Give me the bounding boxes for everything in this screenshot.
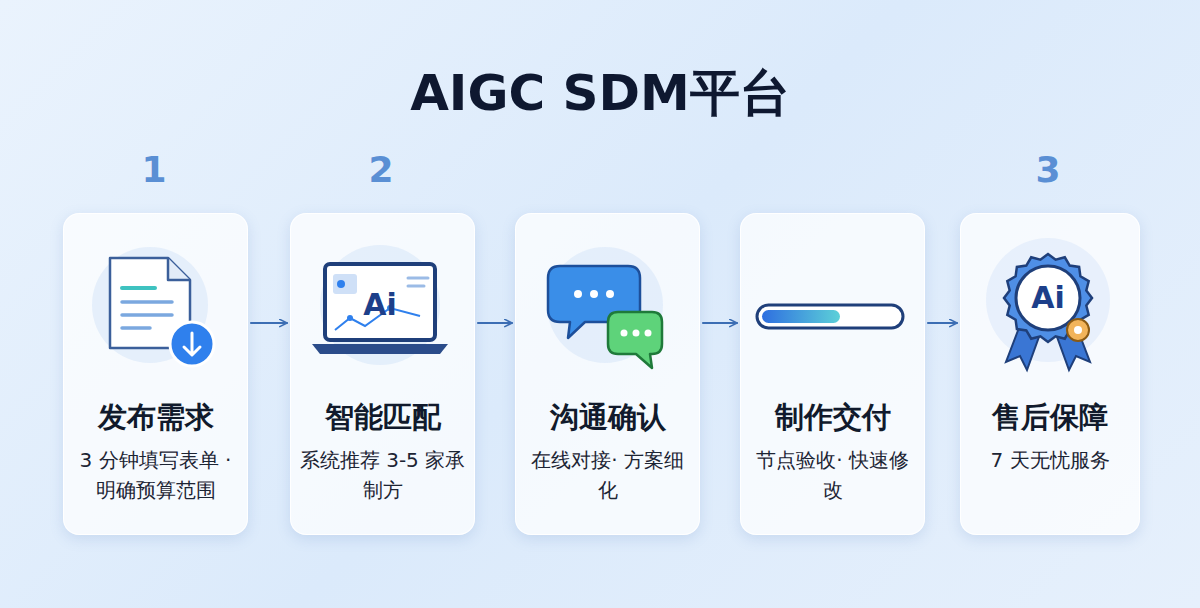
step-number: 3	[1035, 152, 1060, 188]
step-heading: 沟通确认	[550, 400, 666, 435]
step-heading: 售后保障	[992, 400, 1108, 435]
step-card: 智能匹配系统推荐 3-5 家承制方	[290, 213, 475, 535]
step-description: 在线对接· 方案细化	[524, 445, 691, 505]
step-description: 3 分钟填写表单 ·明确预算范围	[72, 445, 239, 505]
step-card: 售后保障 7 天无忧服务	[960, 213, 1140, 535]
step-number: 2	[368, 152, 393, 188]
progress-bar-icon	[757, 305, 903, 328]
step-card: 制作交付节点验收· 快速修改	[740, 213, 925, 535]
step-card: 发布需求 3 分钟填写表单 ·明确预算范围	[63, 213, 248, 535]
chat-icon	[547, 247, 663, 368]
flow-arrow	[478, 322, 512, 324]
flow-arrow	[703, 322, 737, 324]
step-description: 7 天无忧服务	[990, 445, 1109, 475]
diagram-title: AIGC SDM平台	[0, 66, 1200, 121]
step-card: 沟通确认在线对接· 方案细化	[515, 213, 700, 535]
document-icon	[92, 247, 214, 366]
step-description: 系统推荐 3-5 家承制方	[299, 445, 466, 505]
step-heading: 智能匹配	[325, 400, 441, 435]
flow-arrow	[251, 322, 287, 324]
step-description: 节点验收· 快速修改	[749, 445, 916, 505]
laptop-icon	[312, 245, 448, 365]
icon-text: Ai	[1031, 283, 1065, 313]
icon-text: Ai	[363, 290, 397, 320]
step-heading: 制作交付	[775, 400, 891, 435]
flow-arrow	[928, 322, 957, 324]
badge-icon	[986, 238, 1110, 370]
step-number: 1	[141, 152, 166, 188]
step-heading: 发布需求	[98, 400, 214, 435]
